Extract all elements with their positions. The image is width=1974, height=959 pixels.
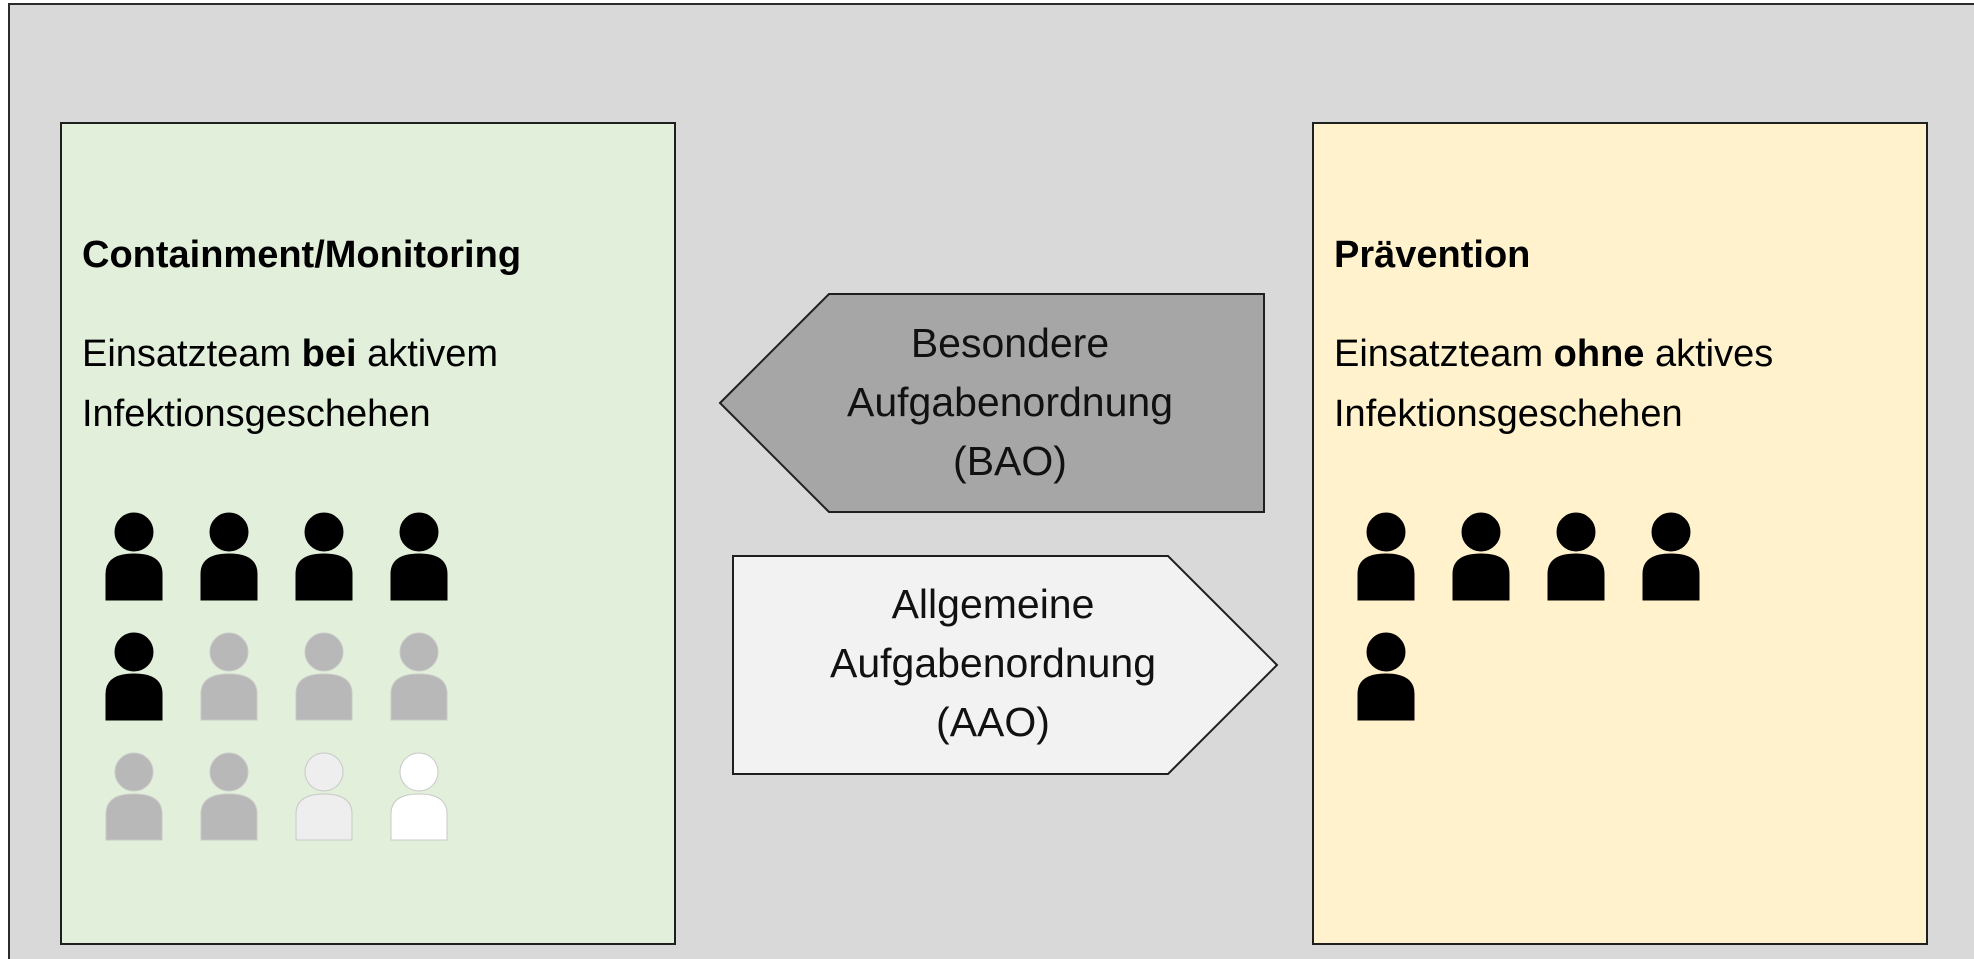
aao-label-line2: Aufgabenordnung [829, 640, 1157, 686]
person-icon [1641, 512, 1701, 602]
containment-desc-pre: Einsatzteam [82, 333, 302, 375]
person-icon [294, 512, 354, 602]
bao-arrow-left [718, 293, 1265, 513]
aao-arrow-right [732, 555, 1279, 775]
containment-panel: Containment/Monitoring Einsatzteam bei a… [60, 122, 676, 945]
bao-label-line3: (BAO) [953, 438, 1067, 484]
person-icon [294, 752, 354, 842]
person-icon [104, 752, 164, 842]
prevention-desc-line2: Infektionsgeschehen [1334, 393, 1683, 435]
containment-people-grid [104, 512, 484, 852]
person-icon [1356, 512, 1416, 602]
person-icon [389, 752, 449, 842]
person-icon [1356, 632, 1416, 722]
bao-label: Besondere Aufgabenordnung (BAO) [790, 314, 1230, 491]
bao-label-line2: Aufgabenordnung [846, 379, 1174, 425]
aao-label-line3: (AAO) [936, 699, 1050, 745]
person-icon [104, 632, 164, 722]
person-icon [199, 632, 259, 722]
prevention-desc-pre: Einsatzteam [1334, 333, 1554, 375]
bao-label-line1: Besondere [910, 320, 1110, 366]
person-icon [1451, 512, 1511, 602]
containment-title: Containment/Monitoring [82, 234, 522, 276]
person-icon [294, 632, 354, 722]
prevention-title: Prävention [1334, 234, 1531, 276]
prevention-people-grid [1356, 512, 1736, 852]
containment-description: Einsatzteam bei aktivem Infektionsgesche… [82, 324, 498, 444]
containment-desc-post: aktivem [356, 333, 499, 375]
prevention-panel: Prävention Einsatzteam ohne aktives Infe… [1312, 122, 1928, 945]
person-icon [104, 512, 164, 602]
containment-desc-bold: bei [301, 333, 357, 375]
prevention-desc-post: aktives [1644, 333, 1774, 375]
person-icon [389, 512, 449, 602]
prevention-description: Einsatzteam ohne aktives Infektionsgesch… [1334, 324, 1773, 444]
prevention-desc-bold: ohne [1553, 333, 1645, 375]
aao-label-line1: Allgemeine [891, 581, 1095, 627]
containment-desc-line2: Infektionsgeschehen [82, 393, 431, 435]
person-icon [199, 512, 259, 602]
person-icon [389, 632, 449, 722]
person-icon [199, 752, 259, 842]
aao-label: Allgemeine Aufgabenordnung (AAO) [773, 575, 1213, 752]
person-icon [1546, 512, 1606, 602]
